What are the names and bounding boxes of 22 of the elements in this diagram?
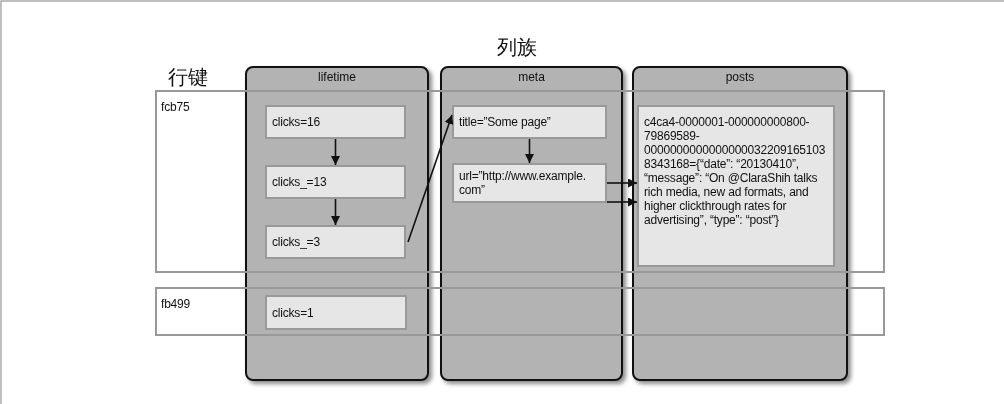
data-cell: clicks_=13 xyxy=(265,165,406,199)
panel-heading: posts xyxy=(725,70,755,84)
diagram-title: 列族 xyxy=(497,35,537,60)
row-band xyxy=(155,90,885,273)
panel-heading: meta xyxy=(518,70,545,84)
data-cell: clicks=1 xyxy=(265,295,407,330)
arrow xyxy=(331,138,340,166)
arrow xyxy=(525,138,534,164)
row-band xyxy=(155,287,885,336)
data-cell: url=”http://www.example. com” xyxy=(452,163,607,203)
data-cell: clicks=16 xyxy=(265,105,406,139)
panel-heading: lifetime xyxy=(318,70,356,84)
data-cell: c4ca4-0000001-000000000800- 79869589- 0000000000000000032209165103 8343168={“date”: “20130410”, “message”: “On @ClaraShih talks rich media, new ad formats, and higher clickthrough rates for advertising”, “type”: “post”} xyxy=(637,105,835,267)
arrow xyxy=(606,197,638,207)
data-cell: title=”Some page” xyxy=(452,105,607,139)
row-key-heading: 行键 xyxy=(168,65,208,90)
row-key: fcb75 xyxy=(161,100,190,114)
arrow xyxy=(331,198,340,226)
row-key: fb499 xyxy=(161,297,191,311)
arrow xyxy=(407,114,454,243)
data-cell: clicks_=3 xyxy=(265,225,406,259)
arrow xyxy=(606,178,638,188)
